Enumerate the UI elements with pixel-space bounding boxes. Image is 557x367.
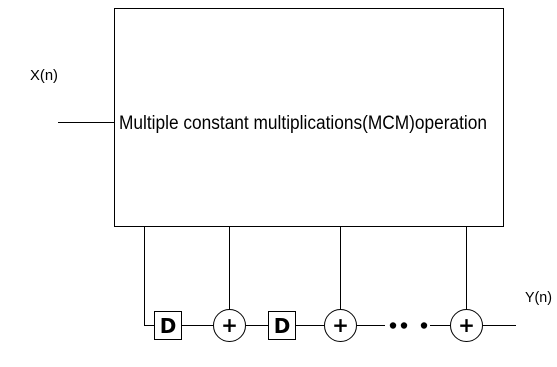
adder-label: + bbox=[221, 313, 238, 337]
adder bbox=[324, 309, 357, 342]
mcm-block bbox=[114, 8, 504, 227]
delay-label: D bbox=[160, 314, 177, 338]
input-label: X(n) bbox=[30, 67, 58, 84]
adder bbox=[213, 309, 246, 342]
ellipsis bbox=[389, 322, 428, 329]
adder bbox=[450, 309, 483, 342]
ellipsis-dot bbox=[420, 322, 428, 329]
delay-block bbox=[268, 311, 296, 340]
output-label: Y(n) bbox=[525, 289, 552, 306]
adder-label: + bbox=[332, 313, 349, 337]
ellipsis-dot bbox=[400, 322, 408, 329]
adder-label: + bbox=[458, 313, 475, 337]
mcm-block-label: Multiple constant multiplications(MCM)op… bbox=[119, 113, 487, 134]
delay-block bbox=[154, 311, 182, 340]
ellipsis-dot bbox=[389, 322, 397, 329]
delay-label: D bbox=[274, 314, 291, 338]
